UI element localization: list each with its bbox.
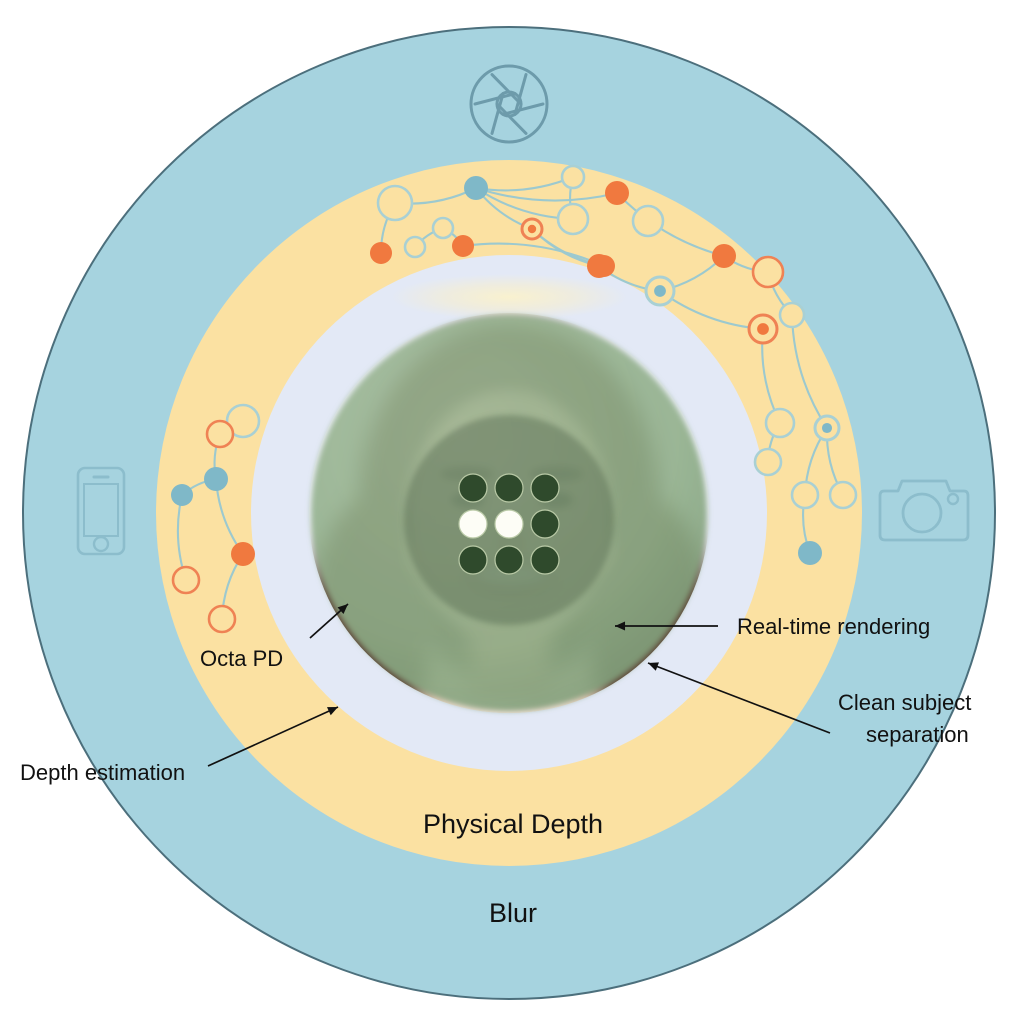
network-node-hollow[interactable] — [171, 565, 201, 595]
network-node-filled[interactable] — [204, 467, 228, 491]
network-node[interactable] — [520, 217, 544, 241]
network-node[interactable] — [560, 164, 586, 190]
network-node[interactable] — [205, 419, 235, 449]
network-node[interactable] — [171, 565, 201, 595]
network-node-filled[interactable] — [712, 244, 736, 268]
network-node-hollow[interactable] — [205, 419, 235, 449]
callout-arrowhead — [615, 621, 626, 631]
callout-arrowhead — [648, 662, 659, 671]
network-node[interactable] — [747, 313, 779, 345]
callout-label: Octa PD — [200, 646, 283, 671]
focus-point[interactable] — [530, 473, 560, 503]
network-node-filled[interactable] — [231, 542, 255, 566]
network-edge — [790, 313, 829, 430]
callout-octa-pd: Octa PD — [200, 603, 349, 671]
network-node-filled[interactable] — [464, 176, 488, 200]
network-node-hollow[interactable] — [207, 604, 237, 634]
network-node[interactable] — [712, 244, 736, 268]
network-node-filled[interactable] — [587, 254, 611, 278]
network-node[interactable] — [452, 235, 474, 257]
network-edge — [615, 191, 726, 258]
callout-arrowhead — [327, 707, 338, 716]
network-node[interactable] — [751, 255, 785, 289]
network-node[interactable] — [605, 181, 629, 205]
network-node-core — [527, 224, 537, 234]
network-node-core — [757, 323, 769, 335]
network-node-hollow[interactable] — [753, 447, 783, 477]
aperture-icon — [469, 64, 549, 144]
network-node[interactable] — [231, 542, 255, 566]
network-node[interactable] — [778, 301, 806, 329]
focus-point-active[interactable] — [458, 509, 488, 539]
callout-depth-estimation: Depth estimation — [20, 706, 339, 785]
focus-point[interactable] — [494, 473, 524, 503]
focus-point-active[interactable] — [494, 509, 524, 539]
camera-icon — [878, 479, 970, 542]
focus-point[interactable] — [458, 473, 488, 503]
neural-network-overlay — [171, 164, 858, 634]
network-node[interactable] — [171, 484, 193, 506]
network-node-hollow[interactable] — [764, 407, 796, 439]
network-node[interactable] — [204, 467, 228, 491]
network-node[interactable] — [631, 204, 665, 238]
network-node[interactable] — [828, 480, 858, 510]
network-node[interactable] — [403, 235, 427, 259]
network-node[interactable] — [753, 447, 783, 477]
network-node[interactable] — [431, 216, 455, 240]
callout-label: Depth estimation — [20, 760, 185, 785]
network-node[interactable] — [813, 414, 841, 442]
network-edge — [474, 186, 619, 202]
network-node[interactable] — [798, 541, 822, 565]
network-node-hollow[interactable] — [560, 164, 586, 190]
network-node-hollow[interactable] — [376, 184, 414, 222]
focus-point[interactable] — [530, 509, 560, 539]
callout-leader-line — [647, 662, 831, 734]
network-node[interactable] — [207, 604, 237, 634]
focus-point[interactable] — [458, 545, 488, 575]
network-edge — [461, 242, 606, 268]
network-node[interactable] — [370, 242, 392, 264]
network-node[interactable] — [225, 403, 261, 439]
network-node[interactable] — [556, 202, 590, 236]
ring-label-physical-depth: Physical Depth — [423, 809, 603, 839]
network-node-core — [654, 285, 666, 297]
network-node-hollow[interactable] — [790, 480, 820, 510]
network-node-hollow[interactable] — [225, 403, 261, 439]
callout-arrowhead — [337, 604, 348, 615]
network-node[interactable] — [644, 275, 676, 307]
network-node[interactable] — [464, 176, 488, 200]
network-node[interactable] — [376, 184, 414, 222]
network-node-hollow[interactable] — [631, 204, 665, 238]
network-node-hollow[interactable] — [751, 255, 785, 289]
smartphone-icon — [76, 466, 126, 556]
network-node-core — [821, 422, 833, 434]
network-node-hollow[interactable] — [828, 480, 858, 510]
network-node-hollow[interactable] — [431, 216, 455, 240]
network-node-filled[interactable] — [605, 181, 629, 205]
network-node[interactable] — [790, 480, 820, 510]
network-node-filled[interactable] — [370, 242, 392, 264]
callout-real-time-rendering: Real-time rendering — [615, 614, 930, 639]
network-node-filled[interactable] — [798, 541, 822, 565]
network-node-filled[interactable] — [452, 235, 474, 257]
network-node[interactable] — [587, 254, 611, 278]
network-node-filled[interactable] — [171, 484, 193, 506]
callout-label: Real-time rendering — [737, 614, 930, 639]
focus-point-grid — [458, 473, 560, 575]
focus-point[interactable] — [494, 545, 524, 575]
ring-label-blur: Blur — [489, 898, 537, 928]
network-node[interactable] — [764, 407, 796, 439]
focus-point[interactable] — [530, 545, 560, 575]
callout-leader-line — [207, 706, 339, 767]
network-node-hollow[interactable] — [556, 202, 590, 236]
network-node-hollow[interactable] — [778, 301, 806, 329]
device-icon-layer — [76, 64, 970, 556]
callout-layer: Octa PD Depth estimation Real-time renderi… — [20, 603, 971, 785]
network-node-hollow[interactable] — [403, 235, 427, 259]
lens-halo — [391, 274, 627, 320]
